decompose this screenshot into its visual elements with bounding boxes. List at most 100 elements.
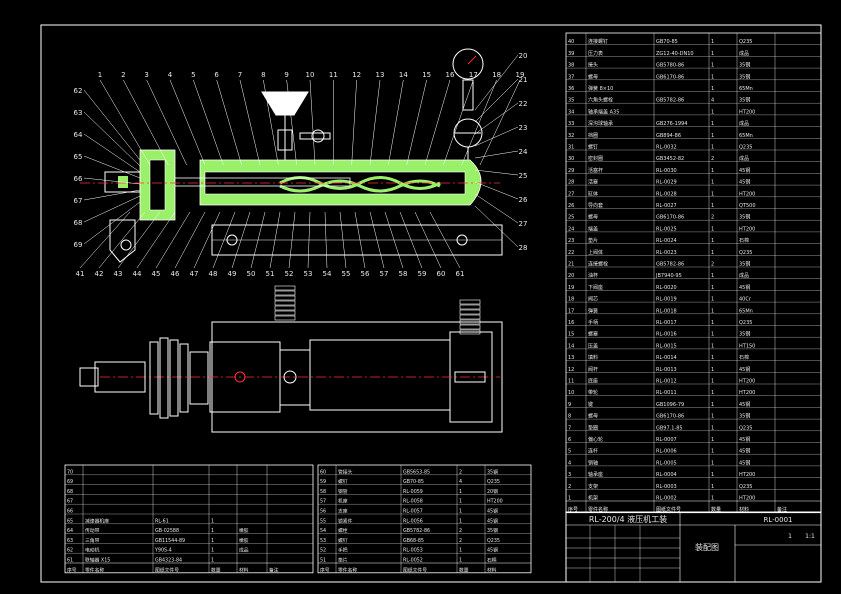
table-cell: 53 (320, 538, 326, 544)
callout-62: 62 (74, 87, 141, 161)
callout-label: 63 (74, 109, 83, 117)
table-cell: 35钢 (739, 97, 750, 104)
table-cell: 螺母 (588, 214, 598, 221)
table-cell: 1 (711, 460, 714, 466)
callout-61: 61 (429, 211, 465, 278)
table-cell: 活塞杆 (588, 167, 603, 174)
table-cell: 锁紧件 (338, 517, 353, 524)
table-cell: 填料 (588, 354, 598, 361)
callout-28: 28 (474, 205, 527, 252)
table-cell: RL-0012 (656, 379, 677, 385)
table-cell: 28 (568, 180, 574, 186)
table-cell: 9 (568, 402, 571, 408)
callout-16: 16 (424, 71, 455, 166)
table-header-cell: 零件名称 (338, 566, 357, 573)
callout-label: 61 (456, 270, 465, 278)
callout-17: 17 (443, 71, 478, 166)
callout-3: 3 (144, 71, 187, 166)
table-cell: 垫片 (588, 237, 598, 244)
callout-67: 67 (74, 189, 141, 205)
callout-64: 64 (74, 131, 141, 173)
table-cell: 19 (568, 285, 574, 291)
table-cell: 22 (568, 250, 574, 256)
callout-26: 26 (474, 181, 528, 204)
table-cell: GB5782-86 (403, 528, 430, 534)
table-cell: GB894-86 (656, 133, 681, 139)
callout-42: 42 (95, 211, 146, 278)
callout-59: 59 (399, 211, 426, 278)
table-cell: 垫圈 (588, 424, 598, 431)
table-cell: GB3452-82 (656, 156, 684, 162)
callout-8: 8 (261, 71, 279, 166)
table-cell: 2 (711, 262, 714, 268)
table-cell: 54 (320, 528, 326, 534)
table-cell: 销轴 (588, 459, 598, 466)
table-cell: HT200 (739, 226, 755, 232)
callout-47: 47 (190, 211, 221, 278)
table-cell: RL-0052 (403, 558, 423, 564)
table-cell: 导向套 (588, 202, 603, 209)
table-cell: 1 (711, 297, 714, 303)
table-cell: 螺塞 (588, 331, 598, 338)
callout-7: 7 (238, 71, 261, 166)
callout-label: 19 (516, 71, 525, 79)
callout-label: 16 (446, 71, 455, 79)
table-cell: HT200 (739, 379, 755, 385)
table-cell: 34 (568, 109, 574, 115)
table-cell: 钢管 (338, 488, 348, 495)
table-cell: 2 (568, 484, 571, 490)
table-cell: 11 (568, 379, 574, 385)
callout-25: 25 (474, 169, 527, 180)
callout-label: 1 (98, 71, 102, 79)
table-header-cell: 图纸文件号 (656, 506, 681, 513)
callout-label: 10 (306, 71, 315, 79)
table-cell: 接头 (588, 62, 598, 69)
callout-66: 66 (74, 175, 141, 185)
table-cell: Y90S-4 (154, 548, 172, 554)
table-cell: 弹簧 8×10 (588, 85, 613, 92)
callout-label: 56 (361, 270, 370, 278)
table-cell: 45钢 (739, 459, 750, 466)
table-header-cell: 序号 (320, 566, 330, 573)
table-cell: 10 (568, 390, 574, 396)
table-cell: HT200 (487, 499, 503, 505)
table-cell: 45钢 (487, 547, 498, 554)
table-cell: 14 (568, 343, 574, 349)
table-cell: GB5780-86 (656, 63, 684, 69)
table-cell: 电动机 (85, 547, 100, 554)
callout-label: 44 (133, 270, 142, 278)
table-cell: 螺母 (588, 413, 598, 420)
table-cell: 40Cr (739, 297, 752, 303)
table-header-cell: 零件名称 (588, 506, 608, 513)
callout-20: 20 (474, 52, 527, 111)
table-cell: GB6170-86 (656, 74, 684, 80)
table-cell: RL-0030 (656, 168, 677, 174)
table-cell: 1 (711, 367, 714, 373)
table-cell: 39 (568, 51, 574, 57)
callout-label: 26 (519, 196, 528, 204)
table-cell: 1 (711, 484, 714, 490)
table-cell: 35 (568, 98, 574, 104)
table-cell: RL-61 (155, 518, 169, 524)
table-cell: GB-02588 (155, 528, 179, 534)
table-cell: HT200 (739, 472, 755, 478)
table-cell: 机座 (338, 498, 348, 505)
table-cell: 35钢 (487, 527, 498, 534)
table-cell: 52 (320, 548, 326, 554)
table-cell: 1 (211, 538, 214, 544)
